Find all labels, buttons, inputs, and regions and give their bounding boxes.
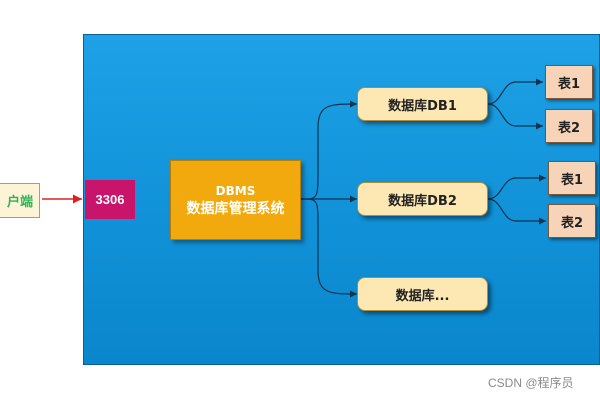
db2-to-table2-connector — [487, 198, 546, 225]
database-db1-box: 数据库DB1 — [357, 87, 488, 121]
db1-to-table1-connector — [487, 78, 543, 105]
dbms-to-db3-connector — [300, 198, 358, 298]
port-box: 3306 — [85, 180, 135, 219]
database-db1-label: 数据库DB1 — [388, 98, 457, 114]
client-label: 户端 — [6, 195, 33, 210]
db1-table1-box: 表1 — [545, 65, 593, 99]
dbms-box: DBMS 数据库管理系统 — [170, 160, 301, 240]
watermark: CSDN @程序员 — [488, 376, 574, 390]
database-db2-box: 数据库DB2 — [357, 182, 488, 216]
db2-to-table1-connector — [487, 174, 546, 200]
db2-table2-box: 表2 — [548, 204, 596, 238]
client-box: 户端 — [0, 183, 40, 218]
db2-table1-box: 表1 — [548, 161, 596, 195]
database-more-box: 数据库... — [357, 277, 488, 311]
database-more-label: 数据库... — [395, 288, 450, 304]
dbms-title: DBMS — [215, 184, 256, 198]
db2-table1-label: 表1 — [560, 172, 584, 188]
db1-table2-box: 表2 — [545, 109, 593, 143]
db1-to-table2-connector — [487, 103, 543, 130]
dbms-subtitle: 数据库管理系统 — [186, 201, 285, 217]
db1-table1-label: 表1 — [557, 76, 581, 92]
port-label: 3306 — [95, 192, 125, 207]
dbms-to-db1-connector — [300, 100, 358, 200]
database-db2-label: 数据库DB2 — [388, 193, 457, 209]
db1-table2-label: 表2 — [557, 120, 581, 136]
db2-table2-label: 表2 — [560, 215, 584, 231]
